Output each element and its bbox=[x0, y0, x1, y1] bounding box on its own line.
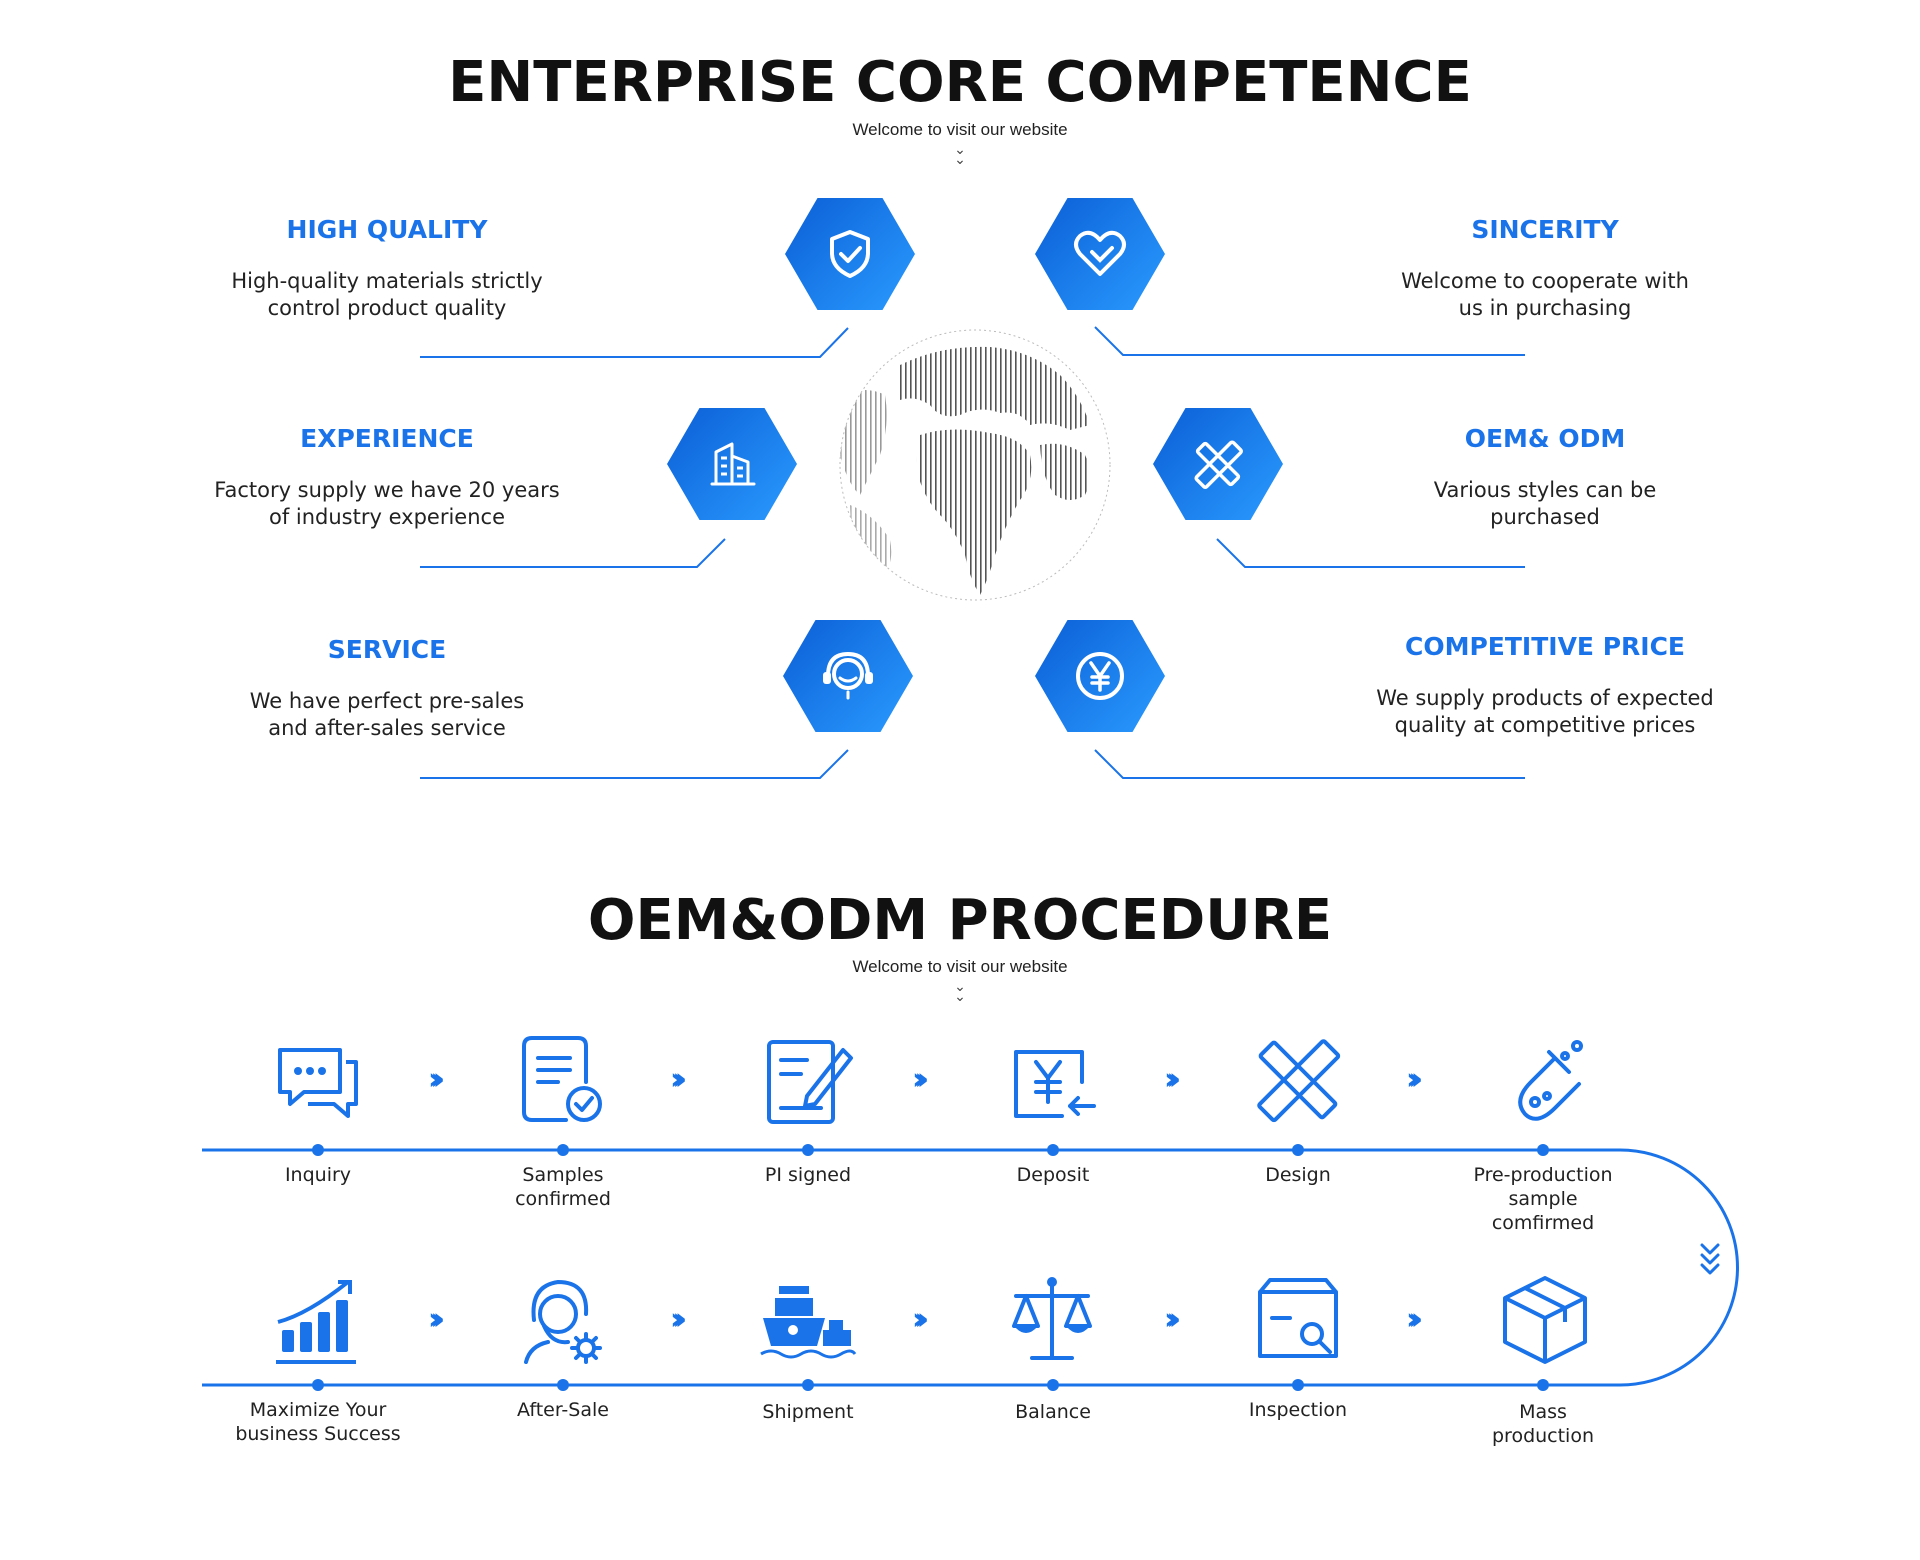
step-label-pre-production: Pre-production sample comfirmed bbox=[1473, 1164, 1613, 1234]
document-check-icon bbox=[522, 1036, 602, 1122]
yen-payment-icon bbox=[1014, 1050, 1096, 1118]
shield-check-icon bbox=[830, 230, 870, 278]
feature-desc-experience: Factory supply we have 20 years of indus… bbox=[214, 478, 560, 529]
chevron-down-icon: ⌄⌄ bbox=[954, 979, 966, 1005]
timeline-dot bbox=[1047, 1144, 1059, 1156]
feature-title-experience: EXPERIENCE bbox=[300, 424, 474, 453]
ship-icon bbox=[760, 1286, 857, 1359]
section2-subtitle: Welcome to visit our website bbox=[852, 957, 1068, 976]
flask-icon bbox=[1518, 1040, 1583, 1121]
headset-icon bbox=[823, 651, 873, 700]
arrow-right-icon: ››› bbox=[428, 1302, 445, 1337]
arrow-right-icon: ››› bbox=[1406, 1302, 1423, 1337]
box-icon bbox=[1503, 1276, 1587, 1364]
feature-title-service: SERVICE bbox=[327, 635, 447, 664]
step-label-deposit: Deposit bbox=[1016, 1164, 1090, 1186]
section2-title: OEM&ODM PROCEDURE bbox=[587, 888, 1333, 953]
feature-desc-sincerity: Welcome to cooperate with us in purchasi… bbox=[1401, 269, 1689, 320]
heart-icon bbox=[1074, 230, 1126, 276]
arrow-right-icon: ››› bbox=[1164, 1062, 1181, 1097]
pencil-ruler-icon bbox=[1257, 1039, 1341, 1123]
feature-title-oem-odm: OEM& ODM bbox=[1464, 424, 1626, 453]
feature-title-sincerity: SINCERITY bbox=[1471, 215, 1619, 244]
arrow-right-icon: ››› bbox=[1164, 1302, 1181, 1337]
feature-desc-oem-odm: Various styles can be purchased bbox=[1433, 478, 1657, 529]
yen-coin-icon bbox=[1076, 652, 1124, 700]
pencil-ruler-icon bbox=[1194, 440, 1243, 489]
step-label-pi-signed: PI signed bbox=[764, 1164, 852, 1186]
globe-icon bbox=[839, 329, 1111, 601]
timeline-dot bbox=[1537, 1144, 1549, 1156]
step-label-after-sale: After-Sale bbox=[517, 1399, 609, 1421]
step-label-samples-confirmed: Samples confirmed bbox=[515, 1164, 611, 1210]
arrow-right-icon: ››› bbox=[912, 1302, 929, 1337]
arrow-right-icon: ››› bbox=[670, 1062, 687, 1097]
section1-subtitle: Welcome to visit our website bbox=[852, 120, 1068, 139]
procedure-timeline bbox=[202, 1148, 1739, 1387]
timeline-dot bbox=[557, 1144, 569, 1156]
step-label-mass-production: Mass production bbox=[1491, 1401, 1595, 1447]
timeline-dot bbox=[1292, 1379, 1304, 1391]
chevron-down-icon bbox=[1700, 1243, 1720, 1275]
step-label-inspection: Inspection bbox=[1248, 1399, 1348, 1421]
step-label-balance: Balance bbox=[1015, 1401, 1091, 1423]
arrow-right-icon: ››› bbox=[912, 1062, 929, 1097]
feature-desc-competitive-price: We supply products of expected quality a… bbox=[1376, 686, 1714, 737]
support-gear-icon bbox=[524, 1279, 602, 1364]
chevron-down-icon: ⌄⌄ bbox=[954, 142, 966, 168]
step-label-maximize: Maximize Your business Success bbox=[235, 1399, 401, 1445]
timeline-dot bbox=[1047, 1379, 1059, 1391]
step-label-design: Design bbox=[1265, 1164, 1331, 1186]
timeline-dot bbox=[802, 1379, 814, 1391]
timeline-dot bbox=[802, 1144, 814, 1156]
connector-lines bbox=[420, 326, 1525, 779]
scale-icon bbox=[1012, 1277, 1092, 1360]
arrow-right-icon: ››› bbox=[670, 1302, 687, 1337]
arrow-right-icon: ››› bbox=[1406, 1062, 1423, 1097]
feature-title-high-quality: HIGH QUALITY bbox=[286, 215, 488, 244]
box-search-icon bbox=[1258, 1278, 1338, 1358]
document-pen-icon bbox=[767, 1040, 853, 1124]
step-label-shipment: Shipment bbox=[762, 1401, 854, 1423]
section1-title: ENTERPRISE CORE COMPETENCE bbox=[448, 50, 1472, 115]
step-label-inquiry: Inquiry bbox=[284, 1164, 352, 1186]
arrow-right-icon: ››› bbox=[428, 1062, 445, 1097]
building-icon bbox=[710, 442, 756, 486]
feature-desc-high-quality: High-quality materials strictly control … bbox=[231, 269, 543, 320]
feature-desc-service: We have perfect pre-sales and after-sale… bbox=[249, 689, 525, 740]
timeline-dot bbox=[1537, 1379, 1549, 1391]
growth-chart-icon bbox=[276, 1280, 356, 1364]
feature-title-competitive-price: COMPETITIVE PRICE bbox=[1404, 632, 1686, 661]
chat-bubbles-icon bbox=[278, 1048, 358, 1118]
timeline-dot bbox=[312, 1144, 324, 1156]
hex-service bbox=[783, 620, 913, 732]
hex-experience bbox=[667, 408, 797, 520]
hex-high-quality bbox=[785, 198, 915, 310]
timeline-dot bbox=[312, 1379, 324, 1391]
timeline-dot bbox=[557, 1379, 569, 1391]
timeline-dot bbox=[1292, 1144, 1304, 1156]
